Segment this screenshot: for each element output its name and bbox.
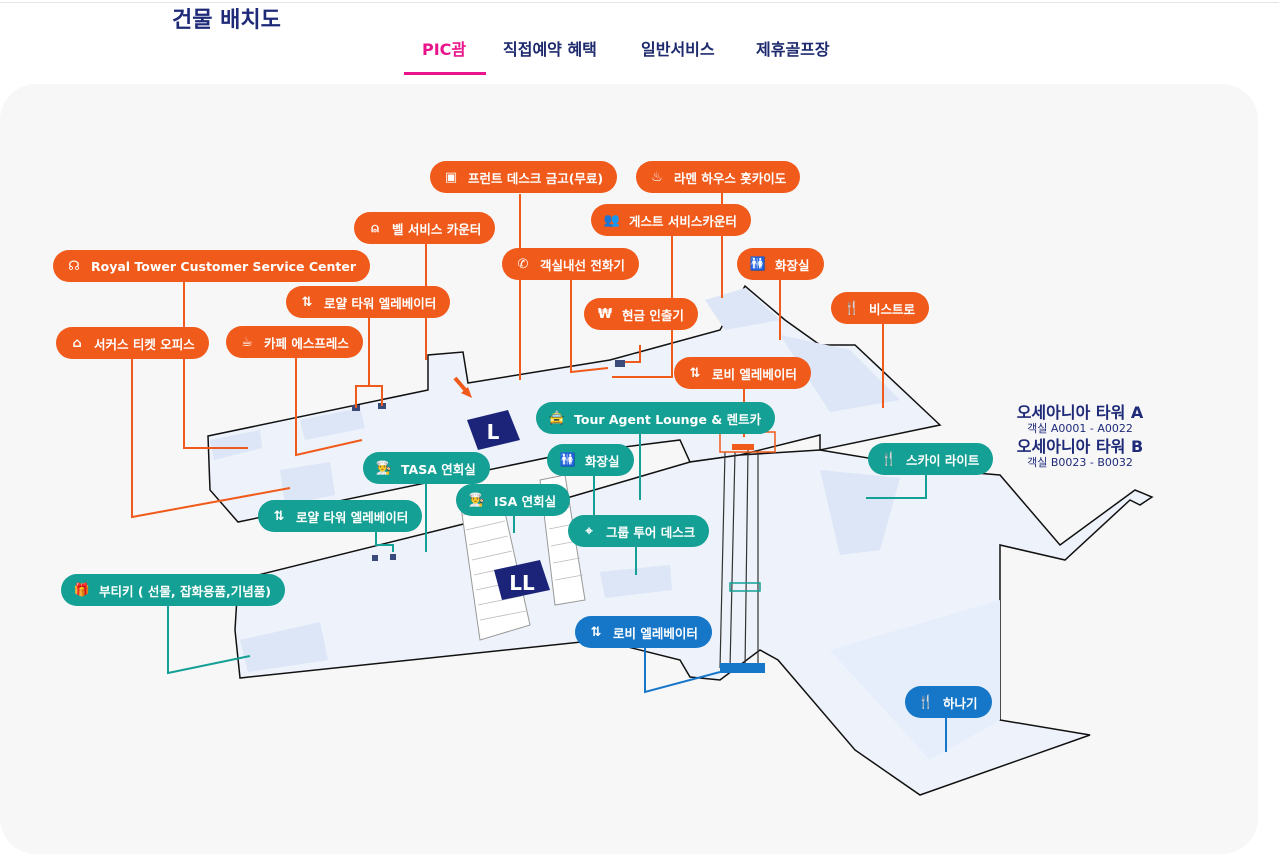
tower-legend: 오세아니아 타워 A 객실 A0001 - A0022 오세아니아 타워 B 객…: [1000, 404, 1160, 472]
elevator-icon: ⇅: [590, 624, 602, 640]
fork-knife-icon: 🍴: [843, 300, 861, 316]
label-sky-light[interactable]: 🍴스카이 라이트: [868, 443, 994, 475]
tower-a-rooms: 객실 A0001 - A0022: [1027, 422, 1133, 435]
fork-knife-icon: 🍴: [880, 451, 898, 467]
service-bell-icon: ⍝: [371, 220, 379, 236]
label-bell-service[interactable]: ⍝벨 서비스 카운터: [354, 212, 496, 244]
circus-tent-icon: ⌂: [72, 335, 82, 351]
banquet-icon: 👨‍🍳: [468, 492, 486, 508]
fork-knife-icon: 🍴: [917, 694, 935, 710]
label-restroom-lower[interactable]: 🚻화장실: [547, 444, 634, 476]
elevator-icon: ⇅: [273, 508, 285, 524]
label-royal-elevator-upper[interactable]: ⇅로얄 타워 엘레베이터: [286, 286, 451, 318]
label-bistro[interactable]: 🍴비스트로: [831, 292, 930, 324]
top-divider: [0, 2, 1279, 3]
headset-icon: ☊: [68, 258, 80, 274]
banquet-icon: 👨‍🍳: [375, 460, 393, 476]
blue-connector-lines: [644, 648, 947, 752]
lobby-floor-badge: L: [467, 410, 520, 450]
orange-connector-lines: [131, 192, 884, 519]
tower-b-rooms: 객실 B0023 - B0032: [1027, 456, 1133, 469]
elevator-icon: ⇅: [301, 294, 313, 310]
tab-partner-golf[interactable]: 제휴골프장: [756, 40, 830, 59]
label-lobby-elevator-lower[interactable]: ⇅로비 엘레베이터: [575, 616, 712, 648]
label-royal-elevator-lower[interactable]: ⇅로얄 타워 엘레베이터: [258, 500, 423, 532]
restroom-icon: 🚻: [749, 256, 767, 272]
label-tour-agent[interactable]: 🚖Tour Agent Lounge & 렌트카: [536, 402, 776, 434]
label-isa-hall[interactable]: 👨‍🍳ISA 연회실: [456, 484, 571, 516]
entrance-arrow-icon: [453, 376, 472, 398]
lower-lobby-floor-badge: LL: [494, 560, 550, 600]
lower-lobby-floor-letters: LL: [509, 571, 535, 595]
tab-direct-booking-benefits[interactable]: 직접예약 혜택: [503, 40, 597, 59]
tab-pic-guam[interactable]: PIC괌: [422, 40, 467, 59]
teal-connector-lines: [167, 430, 927, 675]
label-house-phone[interactable]: ✆객실내선 전화기: [502, 248, 639, 280]
atm-icon: ₩: [597, 306, 613, 322]
tab-bar: PIC괌 직접예약 혜택 일반서비스 제휴골프장: [0, 36, 1279, 76]
label-hanagi[interactable]: 🍴하나기: [905, 686, 992, 718]
lobby-floor-letter: L: [487, 420, 500, 444]
gift-icon: 🎁: [73, 582, 91, 598]
label-cafe-express[interactable]: ☕카페 에스프레스: [226, 326, 363, 358]
label-group-tour[interactable]: ⌖그룹 투어 데스크: [568, 515, 710, 547]
elevator-icon: ⇅: [689, 365, 701, 381]
label-ramen-house[interactable]: ♨라멘 하우스 홋카이도: [636, 161, 801, 193]
label-front-desk-safe[interactable]: ▣프런트 데스크 금고(무료): [430, 161, 618, 193]
tower-a-name: 오세아니아 타워 A: [1016, 403, 1144, 422]
label-circus-ticket[interactable]: ⌂서커스 티켓 오피스: [56, 327, 209, 359]
phone-icon: ✆: [517, 256, 529, 272]
restroom-icon: 🚻: [559, 452, 577, 468]
tower-b-name: 오세아니아 타워 B: [1016, 437, 1144, 456]
car-icon: 🚖: [548, 410, 566, 426]
noodle-bowl-icon: ♨: [651, 169, 663, 185]
label-guest-service[interactable]: 👥게스트 서비스카운터: [591, 204, 751, 236]
active-tab-underline: [404, 72, 486, 75]
tab-general-services[interactable]: 일반서비스: [641, 40, 715, 59]
location-pin-icon: ⌖: [585, 523, 593, 539]
safe-icon: ▣: [444, 169, 458, 185]
page-title: 건물 배치도: [172, 8, 281, 33]
label-atm[interactable]: ₩현금 인출기: [584, 298, 698, 330]
coffee-cup-icon: ☕: [241, 334, 253, 350]
label-boutique[interactable]: 🎁부티키 ( 선물, 잡화용품,기념품): [61, 574, 285, 606]
guest-service-icon: 👥: [603, 212, 621, 228]
label-restroom-upper[interactable]: 🚻화장실: [737, 248, 824, 280]
label-tasa-hall[interactable]: 👨‍🍳TASA 연회실: [363, 452, 490, 484]
label-lobby-elevator-upper[interactable]: ⇅로비 엘레베이터: [674, 357, 811, 389]
label-royal-tower-cs[interactable]: ☊Royal Tower Customer Service Center: [53, 250, 371, 282]
